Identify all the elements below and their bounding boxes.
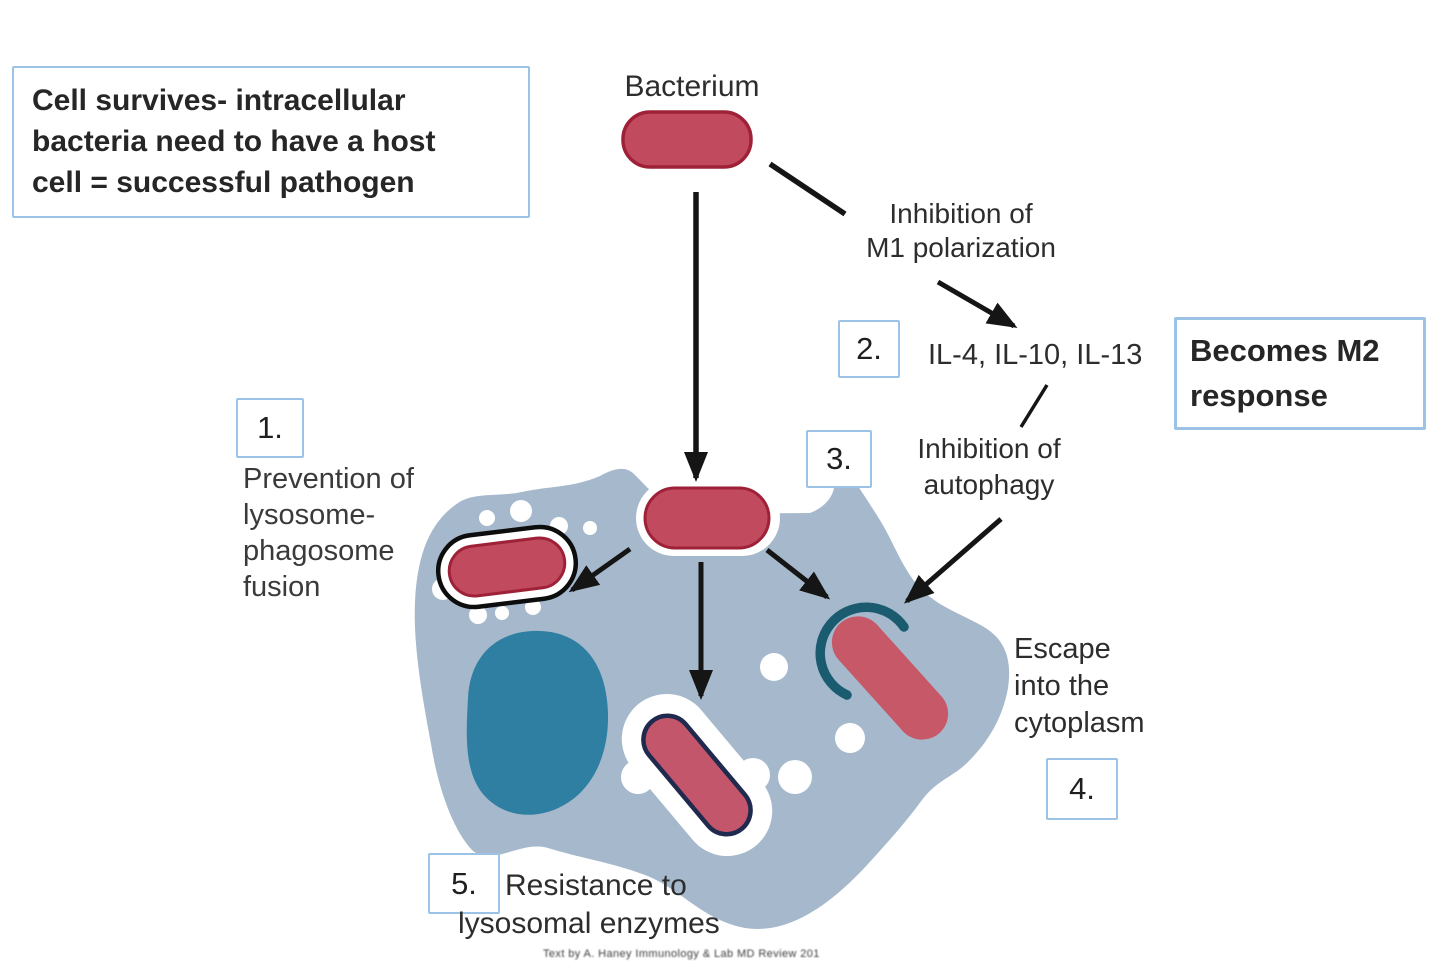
citation-text: Text by A. Haney Immunology & Lab MD Rev…: [543, 948, 820, 960]
step-3-box: 3.: [806, 430, 872, 488]
lysosome-icon: [760, 653, 788, 681]
bacterium-shape: [643, 486, 771, 550]
resistance-label-line2: lysosomal enzymes: [458, 907, 720, 940]
note-line: cell = successful pathogen: [32, 166, 415, 199]
arrow-autophagy-to-arc: [903, 517, 1003, 604]
lysosome-icon: [479, 510, 495, 526]
autophagosome-arc: [815, 602, 909, 700]
lysosome-icon: [778, 760, 812, 794]
prevention-line: phagosome: [243, 535, 395, 567]
m2-line: response: [1190, 378, 1328, 413]
cytokines-label: IL-4, IL-10, IL-13: [928, 339, 1143, 371]
step-number: 3.: [826, 441, 852, 476]
arrows: [568, 161, 1049, 700]
fusing-lysosome-icon: [621, 760, 655, 794]
note-line: Cell survives- intracellular: [32, 84, 406, 117]
bacterium-shape: [447, 536, 567, 598]
phagolysosome-bacterium: [621, 693, 773, 857]
step-number: 1.: [257, 410, 283, 445]
step-4-box: 4.: [1046, 758, 1118, 820]
autophagy-label: Inhibition of autophagy: [893, 431, 1085, 503]
escape-line: Escape: [1014, 633, 1111, 665]
m1-line: Inhibition of: [889, 198, 1033, 229]
nucleus: [466, 630, 609, 815]
phagosome-bacterium: [435, 524, 579, 610]
bacterium-shape: [641, 713, 753, 837]
escaped-bacterium-shape: [831, 616, 949, 740]
lysosome-icon: [835, 723, 865, 753]
arrow-m1-to-cytokines: [936, 279, 1018, 329]
m2-response-box: Becomes M2 response: [1174, 317, 1426, 430]
connector-bacterium-to-m1: [768, 161, 847, 217]
prevention-line: Prevention of: [243, 463, 414, 495]
fusing-lysosome-icon: [736, 758, 770, 792]
arrow-to-escape: [765, 548, 831, 600]
autophagy-line: autophagy: [923, 469, 1055, 500]
lysosome-icon: [495, 606, 509, 620]
step-number: 5.: [451, 865, 477, 901]
escape-line: cytoplasm: [1014, 707, 1145, 739]
escape-label: Escape into the cytoplasm: [1014, 631, 1145, 742]
step-1-box: 1.: [236, 398, 304, 458]
lysosome-icon: [583, 521, 597, 535]
entering-bacterium: [636, 480, 780, 556]
m1-polarization-label: Inhibition of M1 polarization: [855, 197, 1067, 265]
note-line: bacteria need to have a host: [32, 125, 436, 158]
m2-line: Becomes M2: [1190, 333, 1380, 368]
resistance-label-line1: Resistance to: [505, 869, 687, 902]
step-number: 2.: [856, 331, 882, 366]
arrow-to-phagosome: [568, 546, 632, 593]
prevention-line: lysosome-: [243, 499, 376, 531]
prevention-line: fusion: [243, 571, 321, 603]
lysosome-icon: [525, 599, 541, 615]
cell-survives-note-box: Cell survives- intracellular bacteria ne…: [12, 66, 530, 218]
step-2-box: 2.: [838, 320, 900, 378]
bacterium-shape: [621, 110, 753, 169]
step-5-box: 5.: [428, 853, 500, 914]
prevention-label: Prevention of lysosome- phagosome fusion: [243, 461, 414, 605]
bacterium-label: Bacterium: [624, 70, 760, 103]
escape-line: into the: [1014, 670, 1110, 702]
lysosome-icon: [469, 606, 487, 624]
connector-cytokines-to-autophagy: [1019, 384, 1049, 428]
autophagy-line: Inhibition of: [917, 433, 1061, 464]
m1-line: M1 polarization: [866, 232, 1056, 263]
step-number: 4.: [1069, 771, 1095, 806]
lysosome-icon: [510, 500, 532, 522]
